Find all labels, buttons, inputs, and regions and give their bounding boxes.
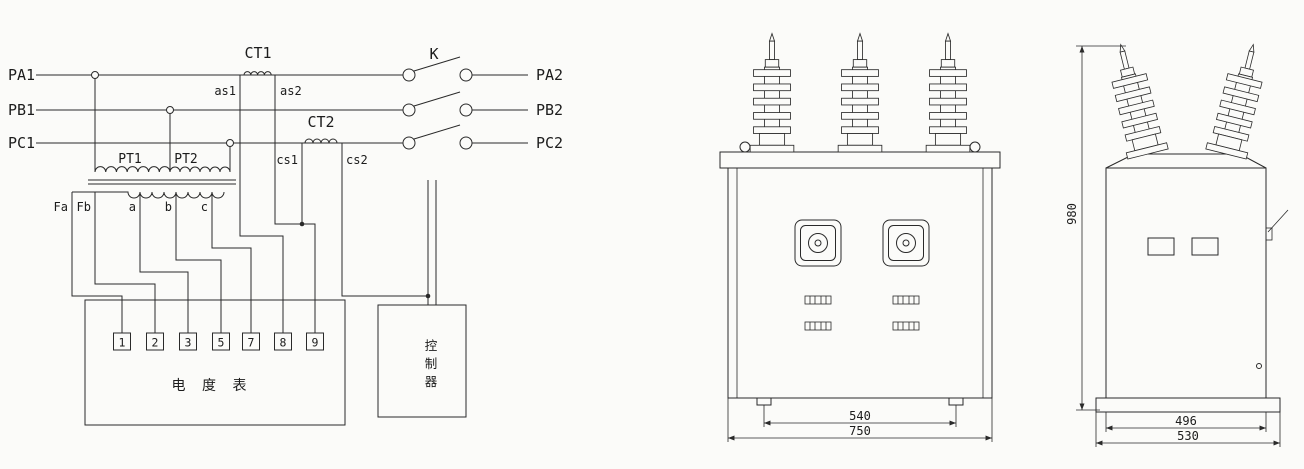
controller-label-char: 控 bbox=[425, 338, 438, 353]
foot bbox=[756, 397, 772, 406]
terminal-strip: 1 2 3 5 7 8 9 bbox=[113, 332, 324, 351]
label-fb: Fb bbox=[77, 200, 91, 214]
secondary-terminal-box bbox=[794, 219, 842, 267]
terminal-box-side bbox=[1191, 237, 1219, 256]
bushing-side-right bbox=[1205, 39, 1274, 160]
bushing-center bbox=[837, 33, 883, 153]
side-view: 496 530 980 bbox=[1065, 39, 1289, 447]
current-transformer-ct1: CT1 as1 as2 bbox=[214, 44, 301, 98]
dim-label-540: 540 bbox=[849, 409, 871, 423]
terminal-box-side bbox=[1147, 237, 1175, 256]
label-pt1: PT1 bbox=[118, 152, 141, 167]
terminal-square bbox=[179, 332, 197, 351]
tank-lid bbox=[719, 151, 1001, 169]
dimension-496: 496 bbox=[1105, 412, 1267, 432]
base-plinth bbox=[1095, 397, 1281, 413]
terminal-number: 2 bbox=[152, 336, 159, 350]
label-fa: Fa bbox=[54, 200, 68, 214]
label-pt2: PT2 bbox=[174, 152, 197, 167]
controller-label-char: 器 bbox=[425, 374, 438, 389]
terminal-number: 8 bbox=[280, 336, 287, 350]
tank-body-side bbox=[1105, 167, 1267, 399]
bushing-left bbox=[749, 33, 795, 153]
secondary-terminal-box bbox=[882, 219, 930, 267]
dimension-980: 980 bbox=[1065, 45, 1126, 411]
dim-label-530: 530 bbox=[1177, 429, 1199, 443]
label-a: a bbox=[129, 200, 136, 214]
drain-valve bbox=[1256, 363, 1262, 369]
label-pb2: PB2 bbox=[536, 101, 563, 119]
label-pc1: PC1 bbox=[8, 134, 35, 152]
secondary-wiring bbox=[71, 75, 437, 333]
label-pa2: PA2 bbox=[536, 66, 563, 84]
terminal-number: 5 bbox=[218, 336, 225, 350]
terminal-number: 9 bbox=[312, 336, 319, 350]
tank-roof bbox=[1105, 153, 1267, 169]
terminal-number: 1 bbox=[119, 336, 126, 350]
dim-label-980: 980 bbox=[1065, 203, 1079, 225]
foot bbox=[948, 397, 964, 406]
controller-label-char: 制 bbox=[425, 356, 438, 371]
vent-louvers bbox=[804, 295, 920, 331]
switch-k: K bbox=[402, 45, 473, 150]
meter-box: 1 2 3 5 7 8 9 电 度 表 bbox=[84, 299, 346, 426]
label-as2: as2 bbox=[280, 84, 302, 98]
terminal-number: 3 bbox=[185, 336, 192, 350]
bushing-side-left bbox=[1100, 39, 1169, 160]
label-as1: as1 bbox=[214, 84, 236, 98]
terminal-square bbox=[113, 332, 131, 351]
dim-label-496: 496 bbox=[1175, 414, 1197, 428]
label-ct1: CT1 bbox=[244, 44, 271, 62]
label-cs2: cs2 bbox=[346, 153, 368, 167]
wiring-schematic: PA1 PB1 PC1 PA2 PB2 PC2 K CT1 as1 as2 bbox=[8, 44, 563, 426]
voltage-transformers-pt: PT1 PT2 Fa Fb a b c bbox=[54, 71, 236, 214]
terminal-square bbox=[274, 332, 292, 351]
terminal-square bbox=[306, 332, 324, 351]
current-transformer-ct2: CT2 cs1 cs2 bbox=[276, 113, 367, 167]
terminal-square bbox=[212, 332, 230, 351]
label-pb1: PB1 bbox=[8, 101, 35, 119]
label-switch-k: K bbox=[429, 45, 438, 63]
dimension-540: 540 bbox=[763, 405, 957, 427]
terminal-number: 7 bbox=[248, 336, 255, 350]
terminal-square bbox=[242, 332, 260, 351]
bushing-right bbox=[925, 33, 971, 153]
label-c: c bbox=[201, 200, 208, 214]
label-pa1: PA1 bbox=[8, 66, 35, 84]
controller-box: 控 制 器 bbox=[377, 304, 467, 418]
dimension-530: 530 bbox=[1095, 412, 1281, 447]
label-b: b bbox=[165, 200, 172, 214]
tank-body bbox=[727, 167, 993, 399]
meter-label: 电 度 表 bbox=[172, 378, 253, 394]
dimension-750: 750 bbox=[727, 398, 993, 442]
label-pc2: PC2 bbox=[536, 134, 563, 152]
side-conductor bbox=[1267, 209, 1289, 233]
terminal-square bbox=[146, 332, 164, 351]
label-ct2: CT2 bbox=[307, 113, 334, 131]
side-bracket bbox=[1265, 227, 1273, 241]
lifting-lug bbox=[969, 141, 981, 153]
label-cs1: cs1 bbox=[276, 153, 298, 167]
lifting-lug bbox=[739, 141, 751, 153]
dim-label-750: 750 bbox=[849, 424, 871, 438]
front-view: 540 750 bbox=[719, 33, 1001, 442]
